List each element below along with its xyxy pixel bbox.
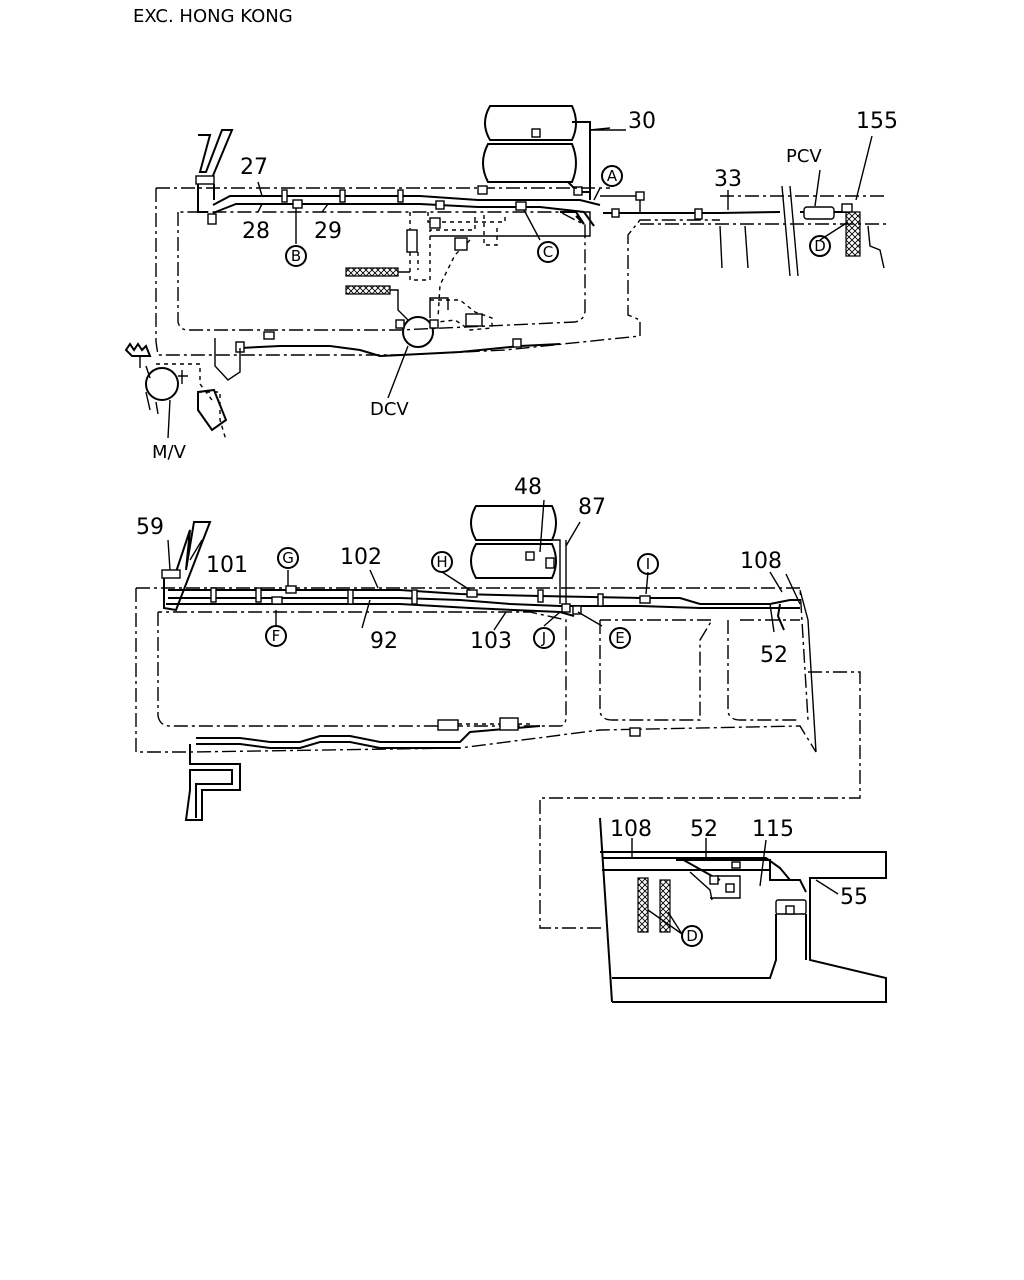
filler-pipe-2 [163, 521, 212, 612]
flex-hose-155 [845, 211, 861, 257]
detail-part-55: 55 [840, 885, 868, 910]
detail-pipe-52 [676, 859, 807, 893]
ref-g: G [282, 549, 294, 567]
part-52: 52 [760, 643, 788, 668]
ref-e: E [615, 629, 624, 647]
part-33: 33 [714, 167, 742, 192]
ref-e-circle [609, 627, 631, 649]
break-marks [781, 185, 799, 277]
air-tank-upper [484, 105, 577, 141]
ref-b: B [291, 247, 301, 265]
part-28: 28 [242, 219, 270, 244]
detail-ref-d: D [686, 927, 698, 945]
part-108: 108 [740, 549, 782, 574]
bracket-2 [184, 744, 241, 821]
air-tank-lower [482, 143, 577, 183]
ref-j-circle [533, 627, 555, 649]
part-59: 59 [136, 515, 164, 540]
detail-part-115: 115 [752, 817, 794, 842]
filler-pipe [198, 129, 234, 179]
part-48: 48 [514, 475, 542, 500]
pipe-lower [239, 343, 561, 358]
part-87: 87 [578, 495, 606, 520]
detail-part-108: 108 [610, 817, 652, 842]
ref-g-circle [277, 547, 299, 569]
air-tank-2-lower [470, 543, 557, 579]
part-92: 92 [370, 629, 398, 654]
pipe-clips-2 [210, 585, 651, 615]
ref-d-circle [809, 235, 831, 257]
part-29: 29 [314, 219, 342, 244]
bracket [197, 388, 228, 432]
part-155: 155 [856, 109, 898, 134]
ref-f: F [272, 627, 281, 645]
frame-inner [177, 211, 586, 331]
part-101: 101 [206, 553, 248, 578]
ref-i-circle [637, 553, 659, 575]
middle-diagram: 59 101 102 48 87 108 92 103 52 G H I F J… [135, 475, 861, 929]
detail-ref-d-circle [681, 925, 703, 947]
frame-2-top [136, 587, 809, 721]
pipe-33 [603, 211, 781, 214]
flex-hose-2 [345, 285, 391, 295]
top-diagram: 27 28 29 30 33 155 PCV DCV M/V A B C D [124, 105, 898, 463]
part-102: 102 [340, 545, 382, 570]
pipe-27 [212, 195, 601, 206]
flex-hose-1 [345, 267, 399, 277]
pipe-52 [776, 603, 785, 631]
ref-i: I [646, 555, 650, 573]
pipe-clips [281, 185, 527, 211]
valve-connector [124, 342, 152, 357]
ref-a-circle [601, 165, 623, 187]
detail-hose-1 [637, 877, 649, 933]
ref-j: J [541, 629, 546, 647]
ref-h-circle [431, 551, 453, 573]
detail-hose-2 [659, 879, 671, 933]
pcv-label: PCV [786, 146, 822, 167]
dcv-label: DCV [370, 399, 409, 420]
pcv-valve [803, 206, 835, 220]
part-103: 103 [470, 629, 512, 654]
part-30: 30 [628, 109, 656, 134]
mv-label: M/V [152, 442, 187, 463]
frame-rail-outer [155, 188, 720, 356]
part-27: 27 [240, 155, 268, 180]
mv-valve [145, 367, 179, 401]
ref-b-circle [285, 245, 307, 267]
detail-part-52: 52 [690, 817, 718, 842]
detail-diagram: 108 52 115 55 D [599, 817, 887, 1003]
ref-h: H [436, 553, 447, 571]
ref-f-circle [265, 625, 287, 647]
ref-a: A [607, 167, 618, 185]
pipe-lower-2 [196, 725, 541, 743]
diagram-title: EXC. HONG KONG [133, 6, 293, 27]
dcv-valve [402, 316, 434, 348]
pipe-102-108 [168, 589, 800, 605]
detail-connector [539, 671, 861, 929]
ref-d: D [814, 237, 826, 255]
detail-frame [600, 851, 887, 1003]
ref-c-circle [537, 241, 559, 263]
ref-c: C [543, 243, 553, 261]
pipe-28-29 [212, 203, 595, 227]
